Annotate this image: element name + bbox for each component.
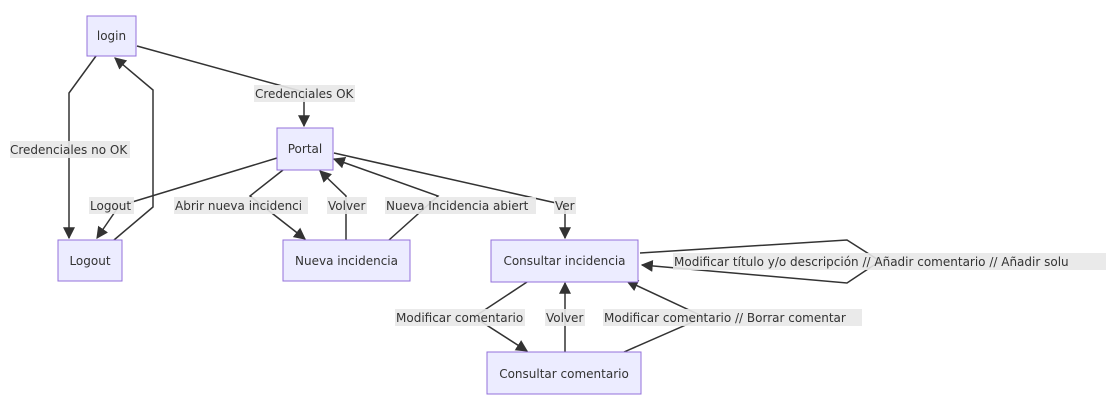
edge-label-inc-com-text: Modificar comentario xyxy=(396,311,523,325)
edge-label-nueva-portal-abierta: Nueva Incidencia abiert xyxy=(385,197,536,214)
edge-labels: Credenciales OK Credenciales no OK Logou… xyxy=(10,85,1106,326)
edge-nueva-portal-volver xyxy=(319,170,347,240)
edge-label-nueva-portal-volver: Volver xyxy=(327,197,367,214)
node-login-label: login xyxy=(97,29,126,43)
edge-label-com-inc-volver: Volver xyxy=(545,309,585,326)
edge-label-login-portal: Credenciales OK xyxy=(254,85,355,102)
node-consultar-comentario-label: Consultar comentario xyxy=(499,367,629,381)
edge-label-consultar-self-text: Modificar título y/o descripción // Añad… xyxy=(674,255,1069,269)
edge-label-nueva-portal-volver-text: Volver xyxy=(328,199,365,213)
node-logout: Logout xyxy=(57,239,123,282)
edge-label-portal-nueva: Abrir nueva incidenci xyxy=(174,197,308,214)
edge-portal-nueva xyxy=(248,169,306,240)
edge-label-portal-logout-text: Logout xyxy=(90,199,131,213)
edge-label-portal-consultar-text: Ver xyxy=(555,199,575,213)
edge-logout-login xyxy=(113,57,154,241)
edge-label-login-portal-text: Credenciales OK xyxy=(255,87,355,101)
node-portal-label: Portal xyxy=(288,142,322,156)
edge-label-portal-consultar: Ver xyxy=(554,197,576,214)
edge-label-com-inc-modificar-text: Modificar comentario // Borrar comentar xyxy=(604,311,846,325)
edge-label-com-inc-modificar: Modificar comentario // Borrar comentar xyxy=(603,309,862,326)
edge-label-login-logout-text: Credenciales no OK xyxy=(10,143,128,157)
edge-label-portal-nueva-text: Abrir nueva incidenci xyxy=(175,199,302,213)
node-consultar-incidencia-label: Consultar incidencia xyxy=(503,254,625,268)
edge-label-login-logout: Credenciales no OK xyxy=(10,141,130,158)
node-consultar-comentario: Consultar comentario xyxy=(486,351,642,395)
node-login: login xyxy=(86,15,137,57)
edge-login-logout xyxy=(63,55,97,240)
nodes: login Portal Logout Nueva incidencia Con… xyxy=(57,15,642,395)
edge-label-inc-com: Modificar comentario xyxy=(395,309,525,326)
node-nueva-incidencia-label: Nueva incidencia xyxy=(295,254,398,268)
edge-label-com-inc-volver-text: Volver xyxy=(546,311,583,325)
edge-label-portal-logout: Logout xyxy=(89,197,134,214)
node-logout-label: Logout xyxy=(69,254,110,268)
edge-portal-consultar xyxy=(333,152,571,240)
node-consultar-incidencia: Consultar incidencia xyxy=(490,239,639,283)
node-nueva-incidencia: Nueva incidencia xyxy=(282,239,411,282)
edge-label-nueva-portal-abierta-text: Nueva Incidencia abiert xyxy=(386,199,529,213)
edge-nueva-portal-abierta xyxy=(332,156,440,241)
edge-label-consultar-self: Modificar título y/o descripción // Añad… xyxy=(673,253,1106,270)
node-portal: Portal xyxy=(276,127,334,171)
